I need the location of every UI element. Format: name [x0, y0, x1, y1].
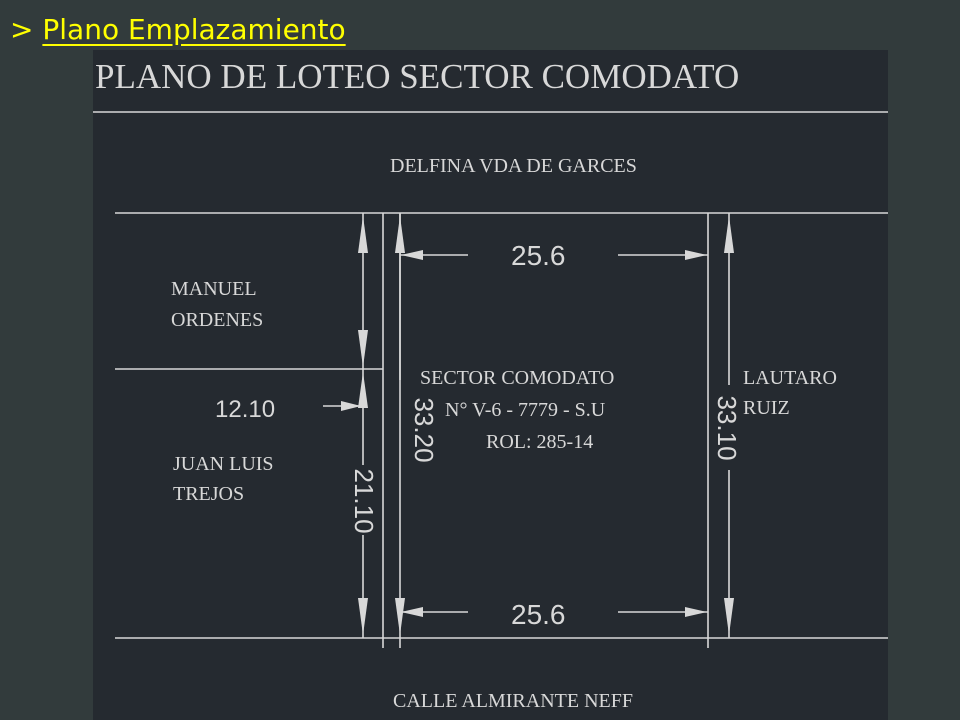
slide-header: > Plano Emplazamiento — [10, 8, 346, 52]
arrow-west-lower — [341, 401, 361, 411]
arrow-manuel-bottom — [358, 330, 368, 367]
plan-drawing: PLANO DE LOTEO SECTOR COMODATO — [93, 50, 888, 720]
dim-right-text: 33.10 — [712, 395, 742, 460]
arrow-left-outer-top — [395, 216, 405, 253]
lot-rol: ROL: 285-14 — [486, 431, 593, 453]
dimension-arrows — [341, 216, 734, 635]
east-neighbor-line1: LAUTARO — [743, 367, 837, 389]
arrow-manuel-top — [358, 216, 368, 253]
west-neighbor-1-line2: ORDENES — [171, 309, 263, 331]
west-neighbor-2-line1: JUAN LUIS — [173, 453, 274, 475]
arrow-top-left — [401, 250, 423, 260]
plan-svg: PLANO DE LOTEO SECTOR COMODATO — [93, 57, 888, 712]
arrow-right-top — [724, 216, 734, 253]
arrow-top-right — [685, 250, 707, 260]
arrow-lower-bottom — [358, 598, 368, 635]
lot-name: SECTOR COMODATO — [420, 367, 614, 389]
lot-number: N° V-6 - 7779 - S.U — [445, 399, 606, 421]
west-neighbor-2-line2: TREJOS — [173, 483, 244, 505]
arrow-right-bottom — [724, 598, 734, 635]
south-street-label: CALLE ALMIRANTE NEFF — [393, 690, 633, 712]
dim-west-lower-text: 12.10 — [215, 396, 275, 423]
header-marker: > — [10, 13, 34, 46]
arrow-bottom-left — [401, 607, 423, 617]
dim-left-outer-text: 33.20 — [409, 397, 439, 462]
dim-left-lower-text: 21.10 — [349, 468, 379, 533]
west-neighbor-1-line1: MANUEL — [171, 278, 257, 300]
arrow-lower-top — [358, 372, 368, 408]
plan-title: PLANO DE LOTEO SECTOR COMODATO — [95, 57, 739, 96]
arrow-bottom-right — [685, 607, 707, 617]
dim-bottom-text: 25.6 — [511, 599, 566, 630]
east-neighbor-line2: RUIZ — [743, 397, 790, 419]
dim-top-text: 25.6 — [511, 240, 566, 271]
plano-emplazamiento-link[interactable]: Plano Emplazamiento — [42, 13, 346, 46]
arrow-left-outer-bottom — [395, 598, 405, 635]
north-neighbor-label: DELFINA VDA DE GARCES — [390, 155, 637, 177]
